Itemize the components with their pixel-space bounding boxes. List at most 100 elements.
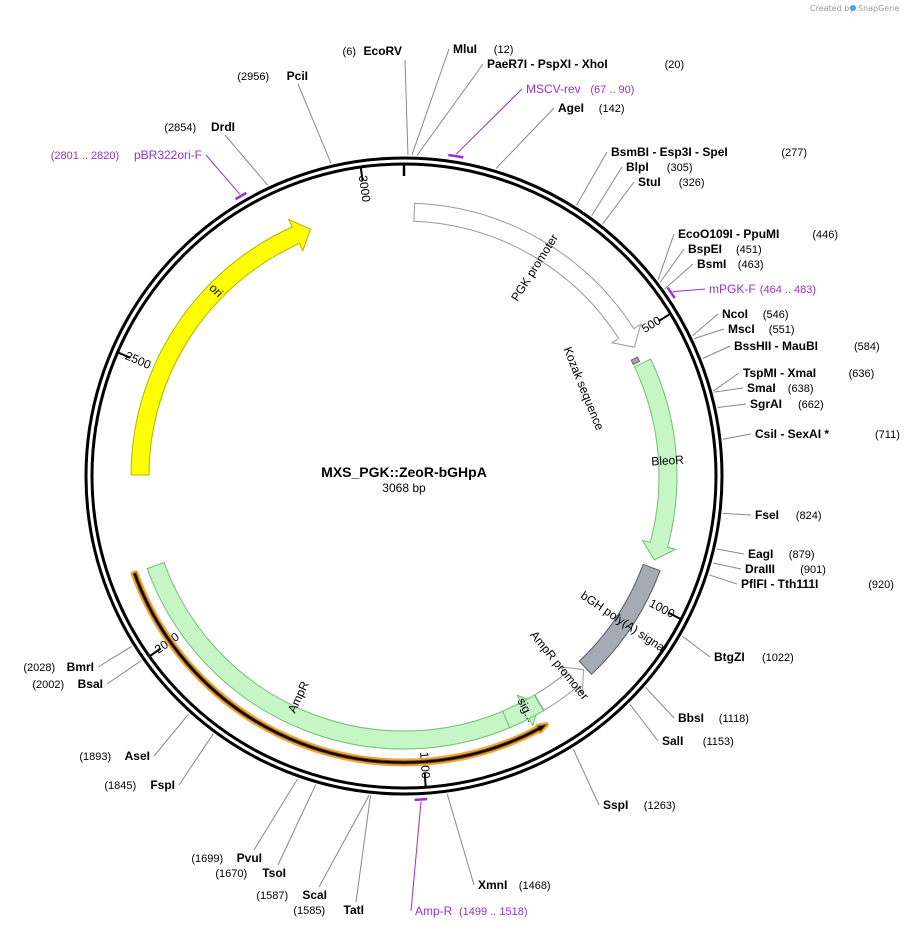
primer-labels[interactable]: MSCV-rev(67 .. 90) mPGK-F(464 .. 483) Amp-… [51, 82, 816, 918]
enzyme-labels[interactable]: EcoRV(6)MluI(12)PaeR7I - PspXI - XhoI(20… [23, 42, 899, 917]
enzyme-name[interactable]: TspMI - XmaI [743, 366, 816, 380]
enzyme-leader-line [446, 793, 475, 886]
enzyme-name[interactable]: NcoI [722, 307, 748, 321]
enzyme-site-agei[interactable]: AgeI(142) [558, 101, 624, 115]
enzyme-site-blpi[interactable]: BlpI(305) [626, 160, 692, 174]
enzyme-name[interactable]: SalI [662, 734, 683, 748]
feature-bgh-poly-a-signal[interactable] [578, 563, 661, 676]
enzyme-site-asei[interactable]: AseI(1893) [79, 749, 150, 763]
enzyme-site-stui[interactable]: StuI(326) [638, 175, 704, 189]
enzyme-name[interactable]: XmnI [478, 878, 507, 892]
enzyme-site-bmri[interactable]: BmrI (2028) [23, 660, 94, 674]
feature-ampr[interactable] [146, 561, 540, 750]
primer-name[interactable]: mPGK-F [709, 282, 756, 296]
feature-bleor[interactable] [633, 358, 678, 561]
enzyme-name[interactable]: AgeI [558, 101, 584, 115]
enzyme-site-drdi[interactable]: DrdI(2854) [164, 120, 235, 134]
enzyme-site-msci[interactable]: MscI(551) [728, 322, 794, 336]
enzyme-name[interactable]: MscI [728, 322, 755, 336]
enzyme-site-sali[interactable]: SalI(1153) [662, 734, 734, 748]
enzyme-site-bsshii-maubi[interactable]: BssHII - MauBI(584) [734, 339, 880, 353]
enzyme-name[interactable]: ScaI [302, 888, 327, 902]
enzyme-name[interactable]: FseI [755, 508, 779, 522]
enzyme-site-btgzi[interactable]: BtgZI(1022) [714, 650, 794, 664]
feature-sig[interactable] [502, 694, 545, 729]
feature-kozak-sequence[interactable] [630, 356, 641, 366]
enzyme-site-pvui[interactable]: PvuI(1699) [191, 851, 262, 865]
enzyme-name[interactable]: FspI [150, 778, 175, 792]
tick-1000 [668, 611, 682, 621]
enzyme-leader-line [629, 703, 659, 742]
enzyme-name[interactable]: BssHII - MauBI [734, 339, 818, 353]
enzyme-position: (2028) [23, 662, 55, 674]
primer-mpgk-f[interactable]: mPGK-F(464 .. 483) [709, 282, 816, 296]
enzyme-site-csii-sexai[interactable]: CsiI - SexAI *(711) [755, 427, 900, 441]
orf-arrow [132, 572, 548, 765]
primer-leader-line [205, 154, 241, 195]
enzyme-name[interactable]: EcoRV [364, 44, 402, 58]
enzyme-site-draiii[interactable]: DraIII(901) [745, 562, 826, 576]
feature-pgk-promoter[interactable] [413, 202, 642, 348]
primer-pbr322ori-f[interactable]: pBR322ori-F(2801 .. 2820) [51, 148, 202, 162]
enzyme-site-tati[interactable]: TatI(1585) [293, 903, 364, 917]
enzyme-site-eagi[interactable]: EagI(879) [748, 547, 814, 561]
enzyme-name[interactable]: BspEI [688, 242, 722, 256]
enzyme-name[interactable]: EagI [748, 547, 773, 561]
enzyme-site-bspei[interactable]: BspEI(451) [688, 242, 762, 256]
enzyme-site-bsai[interactable]: BsaI(2002) [32, 677, 103, 691]
enzyme-name[interactable]: BsmI [697, 257, 726, 271]
enzyme-name[interactable]: StuI [638, 175, 661, 189]
primer-name[interactable]: Amp-R [415, 904, 453, 918]
enzyme-name[interactable]: AseI [125, 749, 150, 763]
enzyme-name[interactable]: BtgZI [714, 650, 745, 664]
enzyme-site-pflfi-tth111i[interactable]: PflFI - Tth111I(920) [741, 577, 894, 591]
enzyme-name[interactable]: TsoI [262, 866, 286, 880]
enzyme-position: (546) [763, 309, 789, 321]
enzyme-name[interactable]: DrdI [211, 120, 235, 134]
enzyme-site-tsoi[interactable]: TsoI(1670) [215, 866, 286, 880]
enzyme-site-ecorv[interactable]: EcoRV(6) [343, 44, 402, 58]
enzyme-name[interactable]: SspI [603, 798, 628, 812]
enzyme-name[interactable]: TatI [344, 903, 364, 917]
feature-ori[interactable] [130, 218, 312, 476]
enzyme-name[interactable]: BbsI [678, 711, 704, 725]
primer-leader-line [672, 288, 706, 293]
enzyme-site-fsei[interactable]: FseI(824) [755, 508, 821, 522]
enzyme-name[interactable]: PaeR7I - PspXI - XhoI [487, 57, 608, 71]
enzyme-name[interactable]: PflFI - Tth111I [741, 577, 818, 591]
enzyme-name[interactable]: PciI [287, 69, 308, 83]
enzyme-name[interactable]: MluI [453, 42, 477, 56]
enzyme-site-sspi[interactable]: SspI(1263) [603, 798, 676, 812]
enzyme-name[interactable]: BsmBI - Esp3I - SpeI [611, 145, 728, 159]
enzyme-site-ecoo109i-ppumi[interactable]: EcoO109I - PpuMI(446) [678, 227, 838, 241]
primer-name[interactable]: pBR322ori-F [134, 148, 202, 162]
enzyme-name[interactable]: BlpI [626, 160, 649, 174]
enzyme-site-fspi[interactable]: FspI(1845) [104, 778, 175, 792]
primer-name[interactable]: MSCV-rev [526, 82, 581, 96]
enzyme-name[interactable]: PvuI [237, 851, 262, 865]
enzyme-leader-line [681, 635, 711, 658]
enzyme-site-mlui[interactable]: MluI(12) [453, 42, 513, 56]
enzyme-name[interactable]: EcoO109I - PpuMI [678, 227, 779, 241]
enzyme-name[interactable]: DraIII [745, 562, 775, 576]
enzyme-site-bsmi[interactable]: BsmI(463) [697, 257, 763, 271]
enzyme-site-bsmbi-esp3i-spei[interactable]: BsmBI - Esp3I - SpeI(277) [611, 145, 807, 159]
primer-amp-r[interactable]: Amp-R(1499 .. 1518) [415, 904, 528, 918]
enzyme-site-scai[interactable]: ScaI(1587) [256, 888, 327, 902]
enzyme-name[interactable]: BmrI [67, 660, 94, 674]
enzyme-site-tspmi-xmai[interactable]: TspMI - XmaI(636) [743, 366, 874, 380]
enzyme-name[interactable]: SgrAI [750, 397, 782, 411]
primer-mscv-rev[interactable]: MSCV-rev(67 .. 90) [526, 82, 634, 96]
enzyme-site-xmni[interactable]: XmnI(1468) [478, 878, 551, 892]
enzyme-name[interactable]: SmaI [747, 381, 776, 395]
enzyme-site-sgrai[interactable]: SgrAI(662) [750, 397, 824, 411]
enzyme-site-paer7i-pspxi-xhoi[interactable]: PaeR7I - PspXI - XhoI(20) [487, 57, 684, 71]
enzyme-name[interactable]: CsiI - SexAI * [755, 427, 829, 441]
enzyme-site-smai[interactable]: SmaI(638) [747, 381, 813, 395]
enzyme-leader-line [355, 795, 372, 903]
enzyme-site-bbsi[interactable]: BbsI(1118) [678, 711, 749, 725]
enzyme-site-pcii[interactable]: PciI(2956) [237, 69, 308, 83]
tick-label-3000: 3000 [356, 174, 374, 203]
enzyme-name[interactable]: BsaI [78, 677, 103, 691]
enzyme-site-ncoi[interactable]: NcoI (546) [722, 307, 788, 321]
